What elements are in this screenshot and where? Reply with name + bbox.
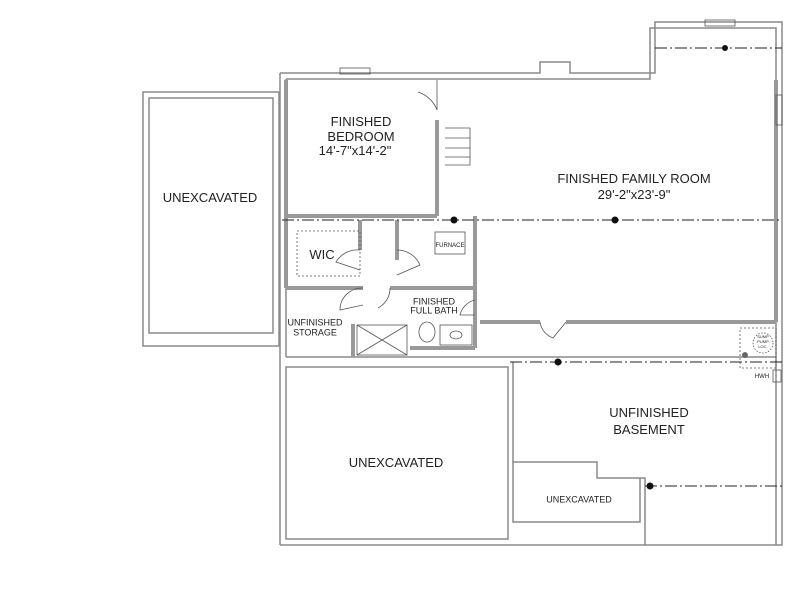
wic-shelf bbox=[296, 230, 361, 277]
label-sump-1: SUMP bbox=[757, 333, 769, 339]
sink-counter bbox=[439, 324, 473, 346]
room-label-storage-1: UNFINISHED bbox=[287, 317, 343, 328]
shower bbox=[356, 324, 408, 356]
unexcavated-left-outline bbox=[142, 91, 280, 347]
room-label-bath-1: FINISHED bbox=[412, 296, 456, 307]
room-label-bedroom-2: BEDROOM bbox=[327, 129, 395, 145]
room-label-basement-1: UNFINISHED bbox=[609, 405, 689, 421]
interior-walls bbox=[284, 80, 778, 357]
room-label-unexcavated-small: UNEXCAVATED bbox=[546, 494, 612, 505]
unexcavated-bottom-outline bbox=[285, 366, 509, 540]
room-dims-bedroom: 14'-7"x14'-2" bbox=[318, 143, 392, 159]
room-label-wic: WIC bbox=[309, 247, 335, 263]
toilet bbox=[418, 321, 436, 343]
room-label-bedroom-1: FINISHED bbox=[330, 114, 392, 130]
house-outline bbox=[280, 21, 783, 546]
room-label-basement-2: BASEMENT bbox=[613, 422, 685, 438]
sump-pump bbox=[752, 332, 774, 354]
room-label-family: FINISHED FAMILY ROOM bbox=[557, 171, 711, 187]
label-sump-2: PUMP bbox=[757, 338, 769, 344]
room-label-unexcavated-bottom: UNEXCAVATED bbox=[348, 455, 444, 471]
room-label-unexcavated-left: UNEXCAVATED bbox=[162, 190, 258, 206]
walls bbox=[142, 21, 783, 546]
label-hwh: HWH bbox=[754, 373, 770, 380]
fixtures bbox=[296, 19, 783, 383]
water-heater bbox=[772, 369, 782, 383]
label-sump-3: LOC. bbox=[758, 343, 768, 349]
room-label-storage-2: STORAGE bbox=[293, 327, 337, 338]
support-posts bbox=[450, 45, 728, 490]
furnace-box bbox=[434, 231, 466, 255]
room-label-bath-2: FULL BATH bbox=[410, 305, 458, 316]
room-dims-family: 29'-2"x23'-9" bbox=[597, 187, 671, 203]
label-furnace: FURNACE bbox=[435, 242, 465, 249]
